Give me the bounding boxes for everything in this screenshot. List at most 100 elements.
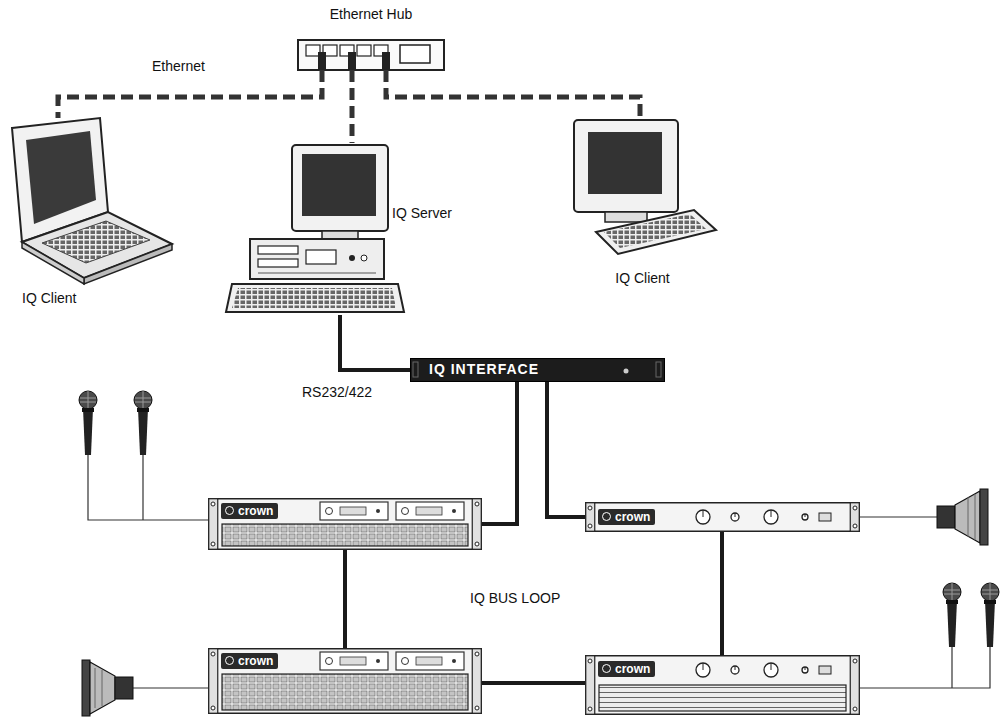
panel-detail (209, 649, 218, 714)
server-computer-illustration (302, 154, 376, 216)
server-computer-illustration (226, 284, 404, 312)
panel-detail (802, 667, 808, 673)
ethernet-cable (386, 70, 640, 118)
panel-detail (209, 499, 218, 550)
client-computer-illustration (596, 210, 716, 254)
ethernet-cable (350, 70, 355, 143)
panel-detail (805, 667, 806, 670)
device-name: IQ INTERFACE (429, 360, 539, 378)
microphone-icon (79, 391, 999, 647)
panel-detail (452, 509, 456, 513)
connector-label: RS232/422 (300, 384, 374, 400)
panel-detail (211, 706, 215, 710)
audio-wire (951, 647, 952, 688)
server-computer-illustration (292, 145, 388, 231)
panel-detail (376, 659, 380, 663)
microphone-icon (981, 583, 999, 647)
panel-detail (586, 503, 860, 532)
panel-detail (452, 659, 456, 663)
bus-label: IQ BUS LOOP (468, 590, 562, 606)
panel-detail (656, 362, 661, 377)
panel-detail (735, 513, 736, 517)
device-label: Ethernet Hub (330, 6, 413, 22)
device-label: IQ Client (22, 290, 76, 306)
panel-detail (320, 502, 388, 520)
microphone-icon (943, 583, 961, 647)
laptop-illustration (22, 242, 84, 284)
bus-cable (343, 550, 347, 648)
laptop-illustration (42, 221, 150, 263)
server-computer-illustration (258, 246, 298, 254)
panel-detail (376, 509, 380, 513)
device-label: IQ Client (615, 270, 669, 286)
panel-detail (586, 656, 595, 715)
speaker-icon (980, 489, 988, 545)
panel-detail (326, 508, 333, 515)
laptop-illustration (26, 131, 96, 224)
panel-detail (588, 506, 592, 510)
connector-label: Ethernet (150, 58, 207, 74)
panel-detail (475, 502, 479, 506)
panel-detail (771, 663, 772, 670)
amplifier: crown (208, 498, 482, 550)
panel-detail (731, 513, 739, 521)
panel-detail (599, 685, 846, 711)
brand-logo: crown (598, 509, 655, 525)
device-label: IQ Server (392, 205, 452, 221)
audio-wire (88, 455, 990, 688)
bus-cable (482, 681, 585, 685)
panel-detail (211, 542, 215, 546)
ethernet-hub-icon (400, 45, 430, 63)
laptop-illustration (22, 212, 172, 278)
client-computer-illustration (588, 132, 662, 194)
panel-detail (731, 666, 739, 674)
speaker-icon (955, 491, 980, 543)
speaker-icon (975, 494, 976, 540)
panel-detail (624, 369, 629, 374)
client-laptop: IQ Client (8, 118, 178, 308)
panel-detail (475, 652, 479, 656)
speaker-icon (82, 489, 988, 716)
panel-detail (703, 663, 704, 670)
client-computer-illustration (605, 212, 647, 222)
panel-detail (396, 652, 464, 670)
server-computer-illustration (258, 259, 298, 267)
bus-cable (482, 382, 517, 524)
ethernet-hub-icon (348, 52, 356, 70)
panel-detail (402, 508, 409, 515)
server-computer-illustration (250, 239, 384, 279)
amplifier: crown (585, 655, 860, 715)
laptop-illustration (12, 118, 172, 284)
panel-detail (209, 499, 482, 550)
audio-wire (860, 516, 937, 517)
panel-detail (764, 510, 778, 524)
server-computer-illustration (322, 231, 358, 239)
panel-detail (416, 507, 442, 515)
audio-wire (142, 455, 143, 520)
server-computer-illustration (361, 255, 367, 261)
panel-detail (696, 510, 710, 524)
bus-cable (547, 382, 585, 517)
ethernet-hub-icon (306, 45, 320, 56)
panel-detail (222, 524, 468, 546)
interface-unit: IQ INTERFACE (410, 358, 665, 382)
panel-detail (209, 649, 482, 714)
panel-detail (588, 659, 592, 663)
amplifier: crown (208, 648, 482, 714)
server-computer-illustration (226, 145, 404, 312)
speaker-icon (937, 506, 955, 528)
audio-wire (88, 455, 208, 520)
speaker-icon (82, 660, 90, 716)
panel-detail (472, 499, 481, 550)
panel-detail (853, 506, 857, 510)
panel-detail (416, 657, 442, 665)
server-computer: IQ Server (222, 143, 462, 315)
microphone-icon (79, 391, 97, 455)
ethernet-hub-icon (298, 40, 444, 70)
panel-detail (222, 674, 468, 710)
microphone-icon (134, 391, 152, 455)
ethernet-hub: Ethernet Hub (298, 6, 444, 70)
panel-detail (472, 649, 481, 714)
